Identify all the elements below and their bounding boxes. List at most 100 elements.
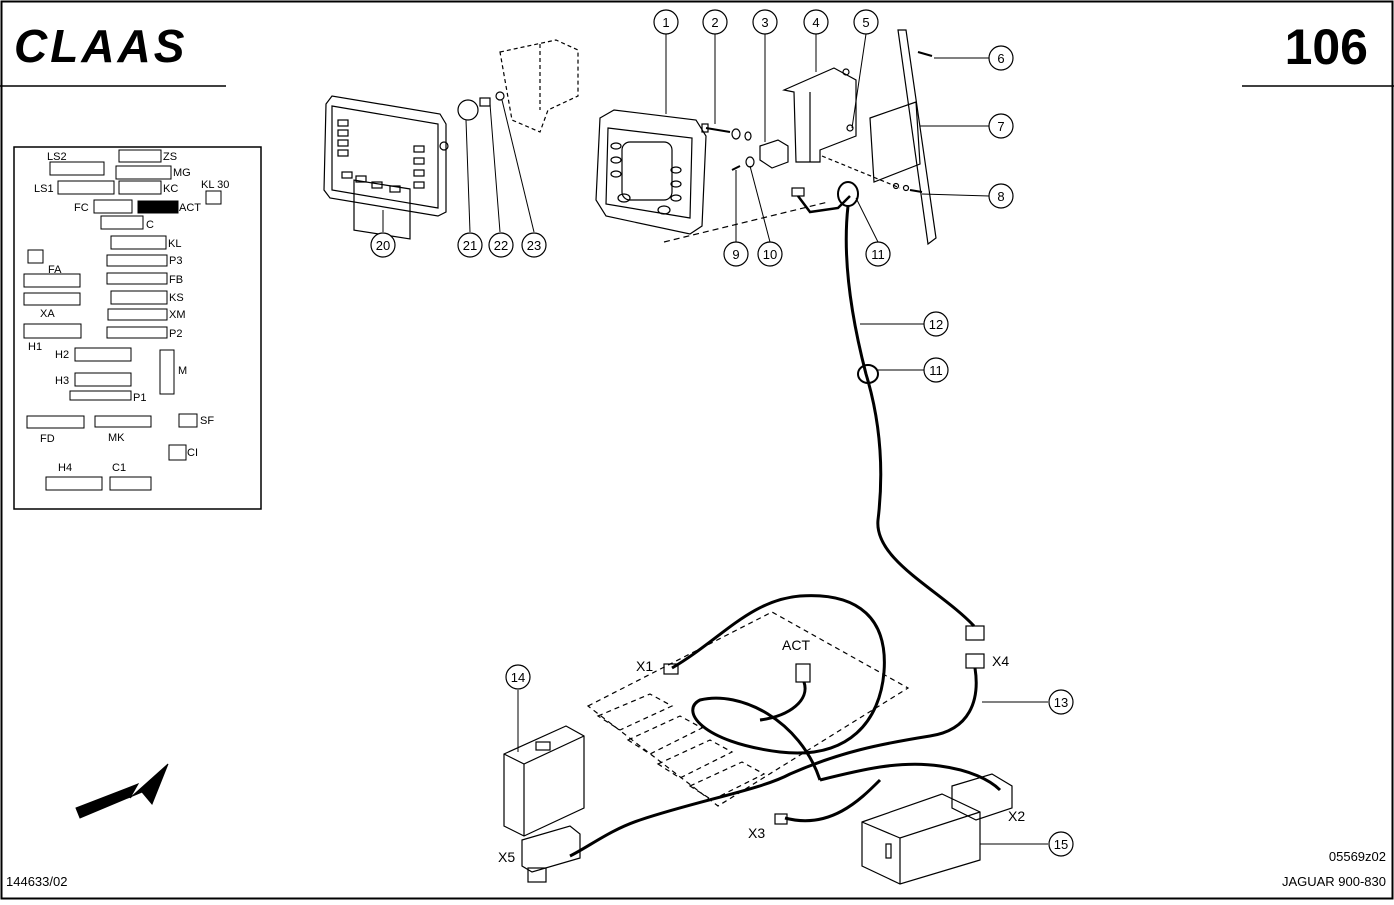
mount-dashed-2 xyxy=(821,155,901,189)
panel-label-m: M xyxy=(178,365,187,377)
callout-circle-3 xyxy=(752,9,778,35)
part-drawings xyxy=(323,29,1013,885)
panel-label-ls2: LS2 xyxy=(47,151,67,163)
panel-connector-ls2 xyxy=(49,161,105,176)
panel-connector-c xyxy=(100,215,144,230)
panel-label-p1: P1 xyxy=(133,392,146,404)
screw-9 xyxy=(731,165,741,171)
connector-x4-male xyxy=(965,625,985,641)
panel-connector-c1 xyxy=(109,476,152,491)
grommet-11-upper xyxy=(837,181,859,207)
panel-connector-mk xyxy=(94,415,152,428)
label-x1: X1 xyxy=(636,658,653,674)
callout-4: 4 xyxy=(812,15,819,30)
callout-11-upper: 11 xyxy=(871,247,885,262)
washer-2b xyxy=(744,131,752,141)
callout-6: 6 xyxy=(997,51,1004,66)
module-footprint xyxy=(586,611,910,807)
connector-x4-female xyxy=(965,653,985,669)
connector-panel-labels: LS2 ZS MG LS1 KC KL 30 FC ACT C KL FA P3… xyxy=(28,151,229,474)
callout-20: 20 xyxy=(376,238,390,253)
panel-connector-ks xyxy=(110,290,168,305)
nut-8b xyxy=(902,184,910,192)
bracket-23 xyxy=(499,39,579,133)
panel-connector-act xyxy=(137,200,179,214)
panel-label-kl30: KL 30 xyxy=(201,179,229,191)
bracket-4 xyxy=(782,67,857,163)
callout-1: 1 xyxy=(662,15,669,30)
connector-plug-upper xyxy=(791,187,805,197)
terminal-20 xyxy=(323,95,449,240)
connector-panel-frame xyxy=(13,146,262,510)
connector-x2 xyxy=(951,773,1013,821)
panel-label-fd: FD xyxy=(40,433,55,445)
washer-10 xyxy=(745,156,755,168)
panel-connector-kc xyxy=(118,180,162,195)
panel-connector-sf xyxy=(178,413,198,428)
callout-7: 7 xyxy=(997,119,1004,134)
label-x5: X5 xyxy=(498,849,515,865)
label-x3: X3 xyxy=(748,825,765,841)
panel-connector-mg xyxy=(115,165,172,180)
callout-circle-4 xyxy=(803,9,829,35)
panel-label-h3: H3 xyxy=(55,375,69,387)
terminal-1 xyxy=(595,109,707,235)
direction-arrow-icon xyxy=(75,763,169,819)
callout-circle-10 xyxy=(757,241,783,267)
callout-21: 21 xyxy=(463,238,477,253)
footprint-slot-1 xyxy=(596,693,674,731)
control-unit-15 xyxy=(861,793,981,885)
panel-connector-m xyxy=(159,349,175,395)
screw-6 xyxy=(917,51,933,57)
panel-connector-fa xyxy=(23,273,81,288)
panel-connector-ls1 xyxy=(57,180,115,195)
callout-circle-23 xyxy=(521,232,547,258)
model-name: JAGUAR 900-830 xyxy=(1282,874,1386,889)
connector-act xyxy=(795,663,811,683)
callout-numbers: 1 2 3 4 5 6 7 8 9 10 11 12 11 13 14 15 2… xyxy=(376,15,1068,852)
callout-9: 9 xyxy=(732,247,739,262)
connector-x3 xyxy=(774,813,788,825)
panel-connector-h1 xyxy=(23,323,82,339)
footprint-slot-3 xyxy=(656,739,734,779)
label-act: ACT xyxy=(782,637,810,653)
panel-label-fb: FB xyxy=(169,274,183,286)
screw-2 xyxy=(705,127,731,133)
panel-label-kl: KL xyxy=(168,238,181,250)
callout-circle-8 xyxy=(988,183,1014,209)
panel-connector-kl30 xyxy=(205,190,222,205)
callout-circle-22 xyxy=(488,232,514,258)
mounting-rail xyxy=(897,29,937,246)
nut-8 xyxy=(892,182,900,190)
panel-label-fc: FC xyxy=(74,202,89,214)
callout-circle-9 xyxy=(723,241,749,267)
panel-label-ks: KS xyxy=(169,292,184,304)
panel-connector-ci xyxy=(168,444,187,461)
washer-22 xyxy=(495,91,505,101)
screw-5b xyxy=(846,124,854,132)
label-x2: X2 xyxy=(1008,808,1025,824)
panel-connector-p2 xyxy=(106,326,168,339)
callout-11-lower: 11 xyxy=(929,363,943,378)
panel-label-act: ACT xyxy=(179,202,201,214)
panel-connector-h3 xyxy=(74,372,132,387)
callout-circle-13 xyxy=(1048,689,1074,715)
dashed-mount-line xyxy=(663,201,829,243)
panel-label-p3: P3 xyxy=(169,255,182,267)
callout-10: 10 xyxy=(763,247,777,262)
callout-5: 5 xyxy=(862,15,869,30)
panel-connector-xa xyxy=(23,292,81,306)
panel-label-fa: FA xyxy=(48,264,62,276)
callout-circles xyxy=(370,9,1074,857)
panel-label-h1: H1 xyxy=(28,341,42,353)
footprint-slot-2 xyxy=(626,715,704,755)
part-number: 144633/02 xyxy=(6,874,67,889)
panel-connector-p3 xyxy=(106,254,168,267)
callout-circle-11-upper xyxy=(865,241,891,267)
ball-joint-21 xyxy=(457,99,479,121)
callout-circle-5 xyxy=(853,9,879,35)
panel-label-mk: MK xyxy=(108,432,125,444)
cable-12 xyxy=(844,205,976,628)
